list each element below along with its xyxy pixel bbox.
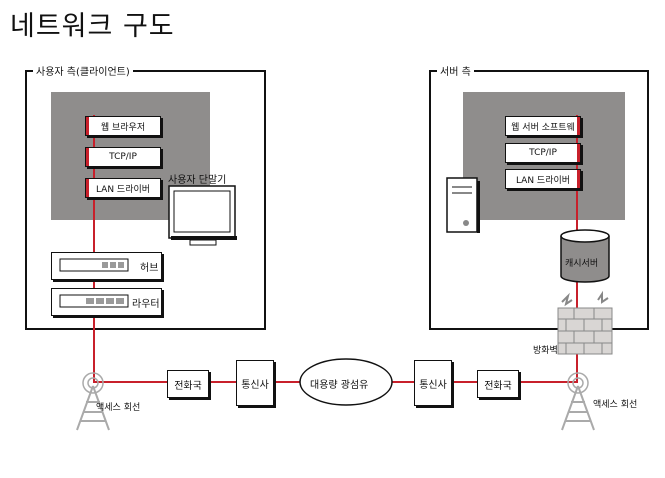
page-title: 네트워크 구도 — [10, 11, 175, 42]
user-terminal-label: 사용자 단말기 — [168, 175, 227, 186]
backbone-ellipse — [299, 358, 393, 406]
cache-server-label: 캐시서버 — [565, 259, 599, 269]
cache-server-icon — [560, 229, 610, 283]
server-stack-lan-driver: LAN 드라이버 — [505, 169, 581, 189]
client-stack-web-browser: 웹 브라우저 — [85, 116, 161, 136]
firewall-icon — [557, 290, 613, 355]
right-antenna-icon — [561, 372, 595, 431]
monitor-icon — [168, 185, 237, 246]
left-access-line-label: 액세스 회선 — [96, 403, 141, 413]
hub-label: 허브 — [140, 263, 159, 274]
server-tower-icon — [446, 177, 480, 233]
client-stack-tcpip: TCP/IP — [85, 147, 161, 167]
server-stack-web-server: 웹 서버 소프트웨 — [505, 116, 581, 136]
right-access-line-label: 액세스 회선 — [593, 400, 638, 410]
client-link-line — [93, 115, 95, 383]
router-device: 라우터 — [51, 288, 162, 316]
left-exchange-node: 전화국 — [167, 370, 209, 398]
firewall-label: 방화벽 — [533, 346, 558, 356]
backbone-label: 대용량 광섬유 — [310, 380, 369, 391]
hub-device: 허브 — [51, 252, 162, 280]
router-label: 라우터 — [132, 299, 160, 310]
right-exchange-node: 전화국 — [477, 370, 519, 398]
server-stack-tcpip: TCP/IP — [505, 143, 581, 163]
hub-ports-icon — [59, 258, 129, 272]
server-side-label: 서버 측 — [437, 63, 474, 78]
right-carrier-node: 통신사 — [414, 360, 452, 406]
client-side-label: 사용자 측(클라이언트) — [33, 63, 133, 78]
left-antenna-icon — [76, 372, 110, 431]
router-ports-icon — [59, 294, 129, 308]
left-carrier-node: 통신사 — [236, 360, 274, 406]
client-stack-lan-driver: LAN 드라이버 — [85, 178, 161, 198]
